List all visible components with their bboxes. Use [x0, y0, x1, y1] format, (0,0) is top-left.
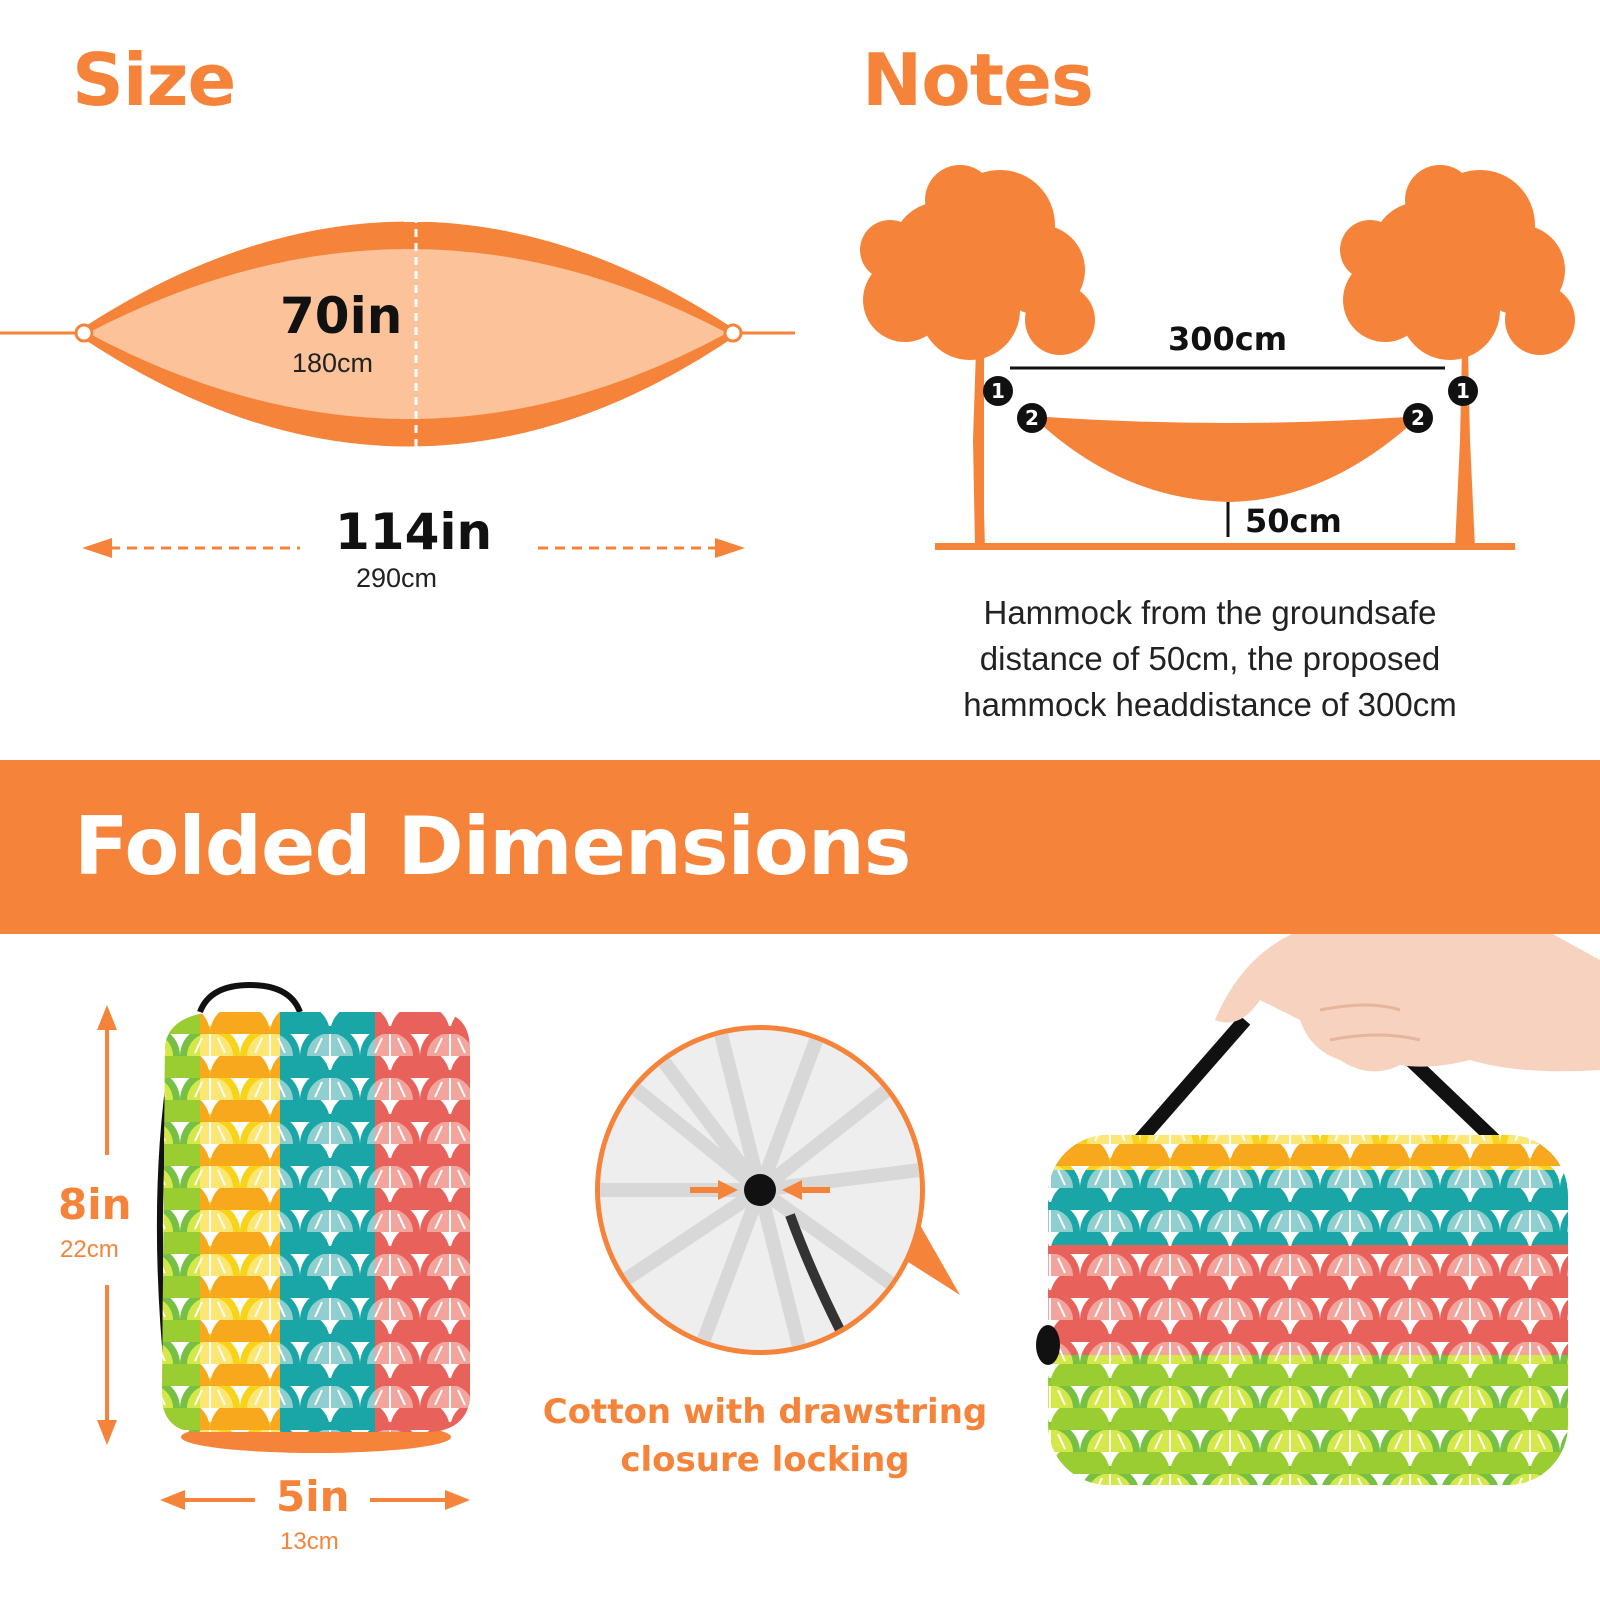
marker-2-right: 2 [1403, 403, 1433, 433]
tree-right [1340, 165, 1575, 548]
tree-left [860, 165, 1095, 550]
carry-case [1036, 1015, 1568, 1485]
folded-height-in: 8in [58, 1180, 132, 1229]
hammock-top-view [0, 195, 795, 475]
folded-width-in: 5in [276, 1472, 350, 1521]
marker-2-left: 2 [1017, 403, 1047, 433]
hammock-width-in: 70in [280, 287, 403, 345]
hammock-width-cm: 180cm [292, 348, 374, 378]
closure-caption-line1: Cotton with drawstring [542, 1392, 988, 1432]
closure-caption-line2: closure locking [620, 1440, 910, 1480]
hammock-side-view [1032, 416, 1420, 502]
notes-heading: Notes [862, 38, 1094, 122]
hammock-length-cm: 290cm [356, 563, 438, 593]
hammock-length-in: 114in [335, 503, 493, 561]
folded-height-arrow [97, 1005, 117, 1445]
folded-width-arrow [160, 1490, 470, 1510]
folded-width-cm: 13cm [280, 1528, 339, 1555]
stuff-sack [156, 981, 470, 1453]
folded-banner [0, 760, 1600, 934]
marker-1-right: 1 [1448, 376, 1478, 406]
length-arrows [82, 538, 745, 558]
ground-line [935, 543, 1515, 550]
drawstring-closeup [595, 1025, 960, 1355]
marker-1-left: 1 [983, 376, 1013, 406]
span-label: 300cm [1168, 320, 1288, 358]
folded-dimensions-heading: Folded Dimensions [74, 800, 911, 893]
size-heading: Size [72, 38, 236, 122]
hand-image [1215, 893, 1600, 1072]
notes-description: Hammock from the groundsafe distance of … [963, 594, 1457, 723]
height-label: 50cm [1245, 502, 1342, 540]
folded-height-cm: 22cm [60, 1236, 119, 1263]
